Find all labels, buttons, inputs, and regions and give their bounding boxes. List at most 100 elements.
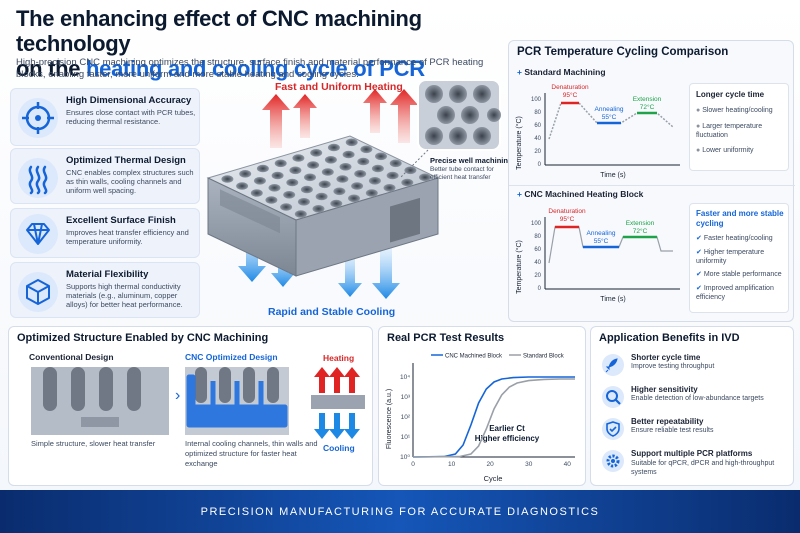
well-hole <box>271 171 284 180</box>
feature-title: Excellent Surface Finish <box>66 215 176 226</box>
feature-title: High Dimensional Accuracy <box>66 95 192 106</box>
standard-label: + Standard Machining <box>517 67 606 77</box>
svg-text:80: 80 <box>534 110 541 116</box>
feature-desc: Improves heat transfer efficiency and te… <box>66 228 189 246</box>
well-hole <box>383 184 396 192</box>
feature-card-material: Material Flexibility Supports high therm… <box>10 262 200 318</box>
svg-text:40: 40 <box>534 136 541 142</box>
well-hole <box>389 159 402 168</box>
well-hole <box>342 150 355 159</box>
metal-block <box>206 135 440 277</box>
svg-text:72°C: 72°C <box>640 103 655 111</box>
x-tick-label: 20 <box>487 461 495 468</box>
well-hole <box>348 194 360 203</box>
structure-panel: Optimized Structure Enabled by CNC Machi… <box>8 326 373 486</box>
arrow-right-icon: › <box>175 387 181 404</box>
cnc-bullet: ✔ Higher temperature uniformity <box>696 249 765 265</box>
well-hole <box>253 177 266 185</box>
well-callout <box>399 79 501 179</box>
svg-text:55°C: 55°C <box>602 113 617 121</box>
annotation-line1: Earlier Ct <box>489 424 525 433</box>
well-hole <box>304 173 316 182</box>
svg-text:Annealing: Annealing <box>595 106 624 113</box>
svg-text:80: 80 <box>534 234 541 240</box>
y-tick-label: 10² <box>401 414 411 421</box>
pcr-fluorescence-chart: CNC Machined Block Standard Block Fluore… <box>386 354 575 483</box>
conventional-desc: Simple structure, slower heat transfer <box>31 439 156 448</box>
standard-bullet: ● Lower uniformity <box>696 147 754 154</box>
cooling-label: Rapid and Stable Cooling <box>268 306 396 318</box>
well-hole <box>357 157 370 166</box>
diamond-icon <box>18 214 58 254</box>
y-tick-label: 10³ <box>401 394 411 401</box>
cnc-label: + CNC Machined Heating Block <box>517 189 644 199</box>
heating-label: Fast and Uniform Heating <box>275 81 403 93</box>
feature-card-thermal: Optimized Thermal Design CNC enables com… <box>10 148 200 204</box>
feature-title: Material Flexibility <box>66 269 149 280</box>
heating-arrows <box>262 89 418 148</box>
well-hole <box>404 166 417 175</box>
well-hole <box>256 164 269 173</box>
cnc-bullet: ✔ Faster heating/cooling <box>696 235 773 242</box>
svg-text:100: 100 <box>531 97 542 103</box>
well-hole <box>401 178 414 187</box>
standard-bullet: ● Slower heating/cooling <box>696 107 773 114</box>
well-hole <box>250 189 263 197</box>
well-hole <box>268 184 281 192</box>
well-hole <box>280 203 293 211</box>
well-hole <box>419 173 431 182</box>
series-line-standard <box>412 378 575 458</box>
well-hole <box>368 177 381 185</box>
svg-text:20: 20 <box>534 149 541 155</box>
x-tick-label: 40 <box>564 461 572 468</box>
y-tick-label: 10¹ <box>401 434 411 441</box>
svg-text:0: 0 <box>538 286 542 292</box>
heat-waves-icon <box>18 158 58 198</box>
well-hole <box>310 149 323 157</box>
pcr-results-panel: Real PCR Test Results CNC Machined Block… <box>378 326 586 486</box>
feature-desc: Ensures close contact with PCR tubes, re… <box>66 108 196 126</box>
well-hole <box>221 175 234 183</box>
cnc-design-image <box>185 367 289 435</box>
well-hole <box>307 161 320 169</box>
well-hole <box>297 198 310 206</box>
well-hole <box>327 143 340 152</box>
benefit-item: Shorter cycle time Improve testing throu… <box>597 351 789 381</box>
feature-desc: Supports high thermal conductivity mater… <box>66 282 183 309</box>
feature-card-accuracy: High Dimensional Accuracy Ensures close … <box>10 88 200 146</box>
chart-legend: CNC Machined Block Standard Block <box>431 354 565 360</box>
feature-desc: CNC enables complex structures such as t… <box>66 168 194 195</box>
annotation-line2: Higher efficiency <box>475 434 540 443</box>
svg-text:Extension: Extension <box>633 96 662 103</box>
svg-text:60: 60 <box>534 123 541 129</box>
well-hole <box>274 159 287 168</box>
well-hole <box>236 182 249 190</box>
y-tick-label: 10⁰ <box>400 454 410 461</box>
magnifier-icon <box>602 386 624 408</box>
svg-text:Denaturation: Denaturation <box>548 208 586 215</box>
legend-cnc: CNC Machined Block <box>445 354 503 360</box>
y-axis-label: Temperature (°C) <box>515 116 523 170</box>
svg-text:95°C: 95°C <box>560 215 575 223</box>
svg-text:Annealing: Annealing <box>587 230 616 237</box>
x-tick-label: 30 <box>525 461 533 468</box>
well-hole <box>321 168 334 176</box>
cnc-bullet: ✔ More stable performance <box>696 271 782 278</box>
benefits-panel: Application Benefits in IVD Shorter cycl… <box>590 326 794 486</box>
well-hole <box>386 171 399 180</box>
svg-text:40: 40 <box>534 260 541 266</box>
structure-title: Optimized Structure Enabled by CNC Machi… <box>17 332 269 344</box>
well-hole <box>345 138 358 147</box>
svg-text:60: 60 <box>534 247 541 253</box>
callout-desc: Better tube contact for efficient heat t… <box>430 166 494 181</box>
page-title: The enhancing effect of CNC machining te… <box>16 6 425 81</box>
conventional-design-image <box>31 367 169 435</box>
well-hole <box>315 192 328 201</box>
x-axis-label: Time (s) <box>600 172 625 179</box>
comparison-panel: PCR Temperature Cycling Comparison + Sta… <box>508 40 795 322</box>
well-hole <box>318 180 331 189</box>
cnc-bullet: ✔ Improved amplification efficiency <box>696 285 774 301</box>
footer-text: PRECISION MANUFACTURING FOR ACCURATE DIA… <box>200 505 600 518</box>
